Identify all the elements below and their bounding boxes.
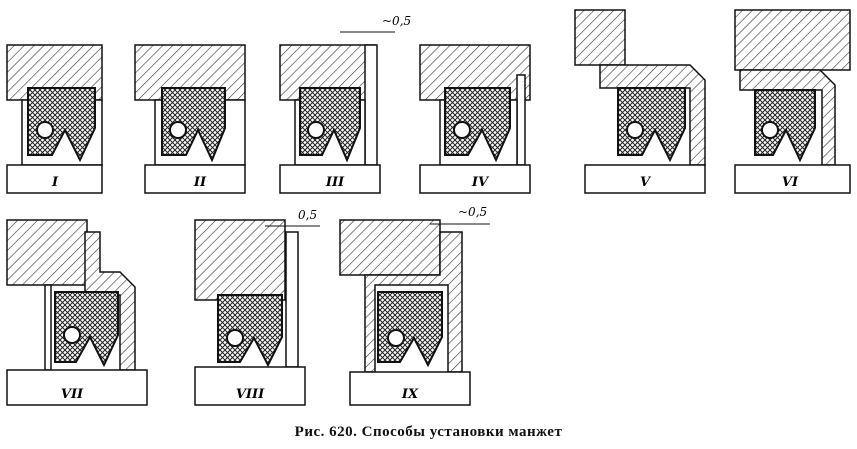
garter-spring [626, 121, 644, 139]
shaft [419, 164, 531, 194]
housing [339, 219, 441, 276]
shaft [144, 164, 246, 194]
retaining-plate [285, 231, 299, 368]
garter-spring [169, 121, 187, 139]
clearance-label: ~0,5 [382, 14, 411, 28]
garter-spring [453, 121, 471, 139]
retaining-ring [44, 284, 52, 371]
variant-label: VII [61, 387, 84, 402]
garter-spring [226, 329, 244, 347]
housing [734, 9, 851, 71]
shaft [734, 164, 851, 194]
variant-I: I [6, 44, 103, 194]
shaft [584, 164, 706, 194]
shaft [6, 369, 148, 406]
cuff-body [161, 87, 226, 163]
cuff-body [444, 87, 511, 163]
variant-label: IX [401, 387, 419, 402]
variant-VIII: 0,5 VIII [194, 208, 320, 406]
cuff-body [54, 291, 119, 368]
variant-label: V [640, 175, 652, 190]
cuff-body [27, 87, 96, 163]
variant-II: II [134, 44, 246, 194]
shaft [6, 164, 103, 194]
clearance-label: ~0,5 [458, 205, 487, 219]
variant-III: ~0,5 III [279, 14, 411, 194]
variant-label: IV [471, 175, 490, 190]
garter-spring [63, 326, 81, 344]
clearance-label: 0,5 [298, 208, 317, 222]
figure-caption: Рис. 620. Способы установки манжет [294, 424, 563, 440]
variant-IV: IV [419, 44, 531, 194]
housing [574, 9, 626, 66]
garter-spring [387, 329, 405, 347]
housing [194, 219, 286, 301]
bushing [364, 231, 463, 373]
garter-spring [761, 121, 779, 139]
cuff-body [377, 291, 443, 368]
variant-IX: ~0,5 IX [339, 205, 490, 406]
variant-VI: VI [734, 9, 851, 194]
variant-label: III [325, 175, 345, 190]
housing [6, 219, 88, 286]
retaining-ring [516, 74, 526, 166]
cuff-body [754, 89, 816, 163]
variant-V: V [574, 9, 706, 194]
variant-label: VIII [236, 387, 265, 402]
shaft [194, 366, 306, 406]
retaining-plate [364, 44, 378, 166]
cuff-body [299, 87, 361, 163]
variant-VII: VII [6, 219, 148, 406]
variant-label: II [193, 175, 207, 190]
variant-label: VI [782, 175, 799, 190]
variant-label: I [51, 175, 59, 190]
cuff-body [617, 87, 686, 163]
garter-spring [307, 121, 325, 139]
cuff-body [217, 294, 283, 368]
garter-spring [36, 121, 54, 139]
shaft [279, 164, 381, 194]
shaft [349, 371, 471, 406]
